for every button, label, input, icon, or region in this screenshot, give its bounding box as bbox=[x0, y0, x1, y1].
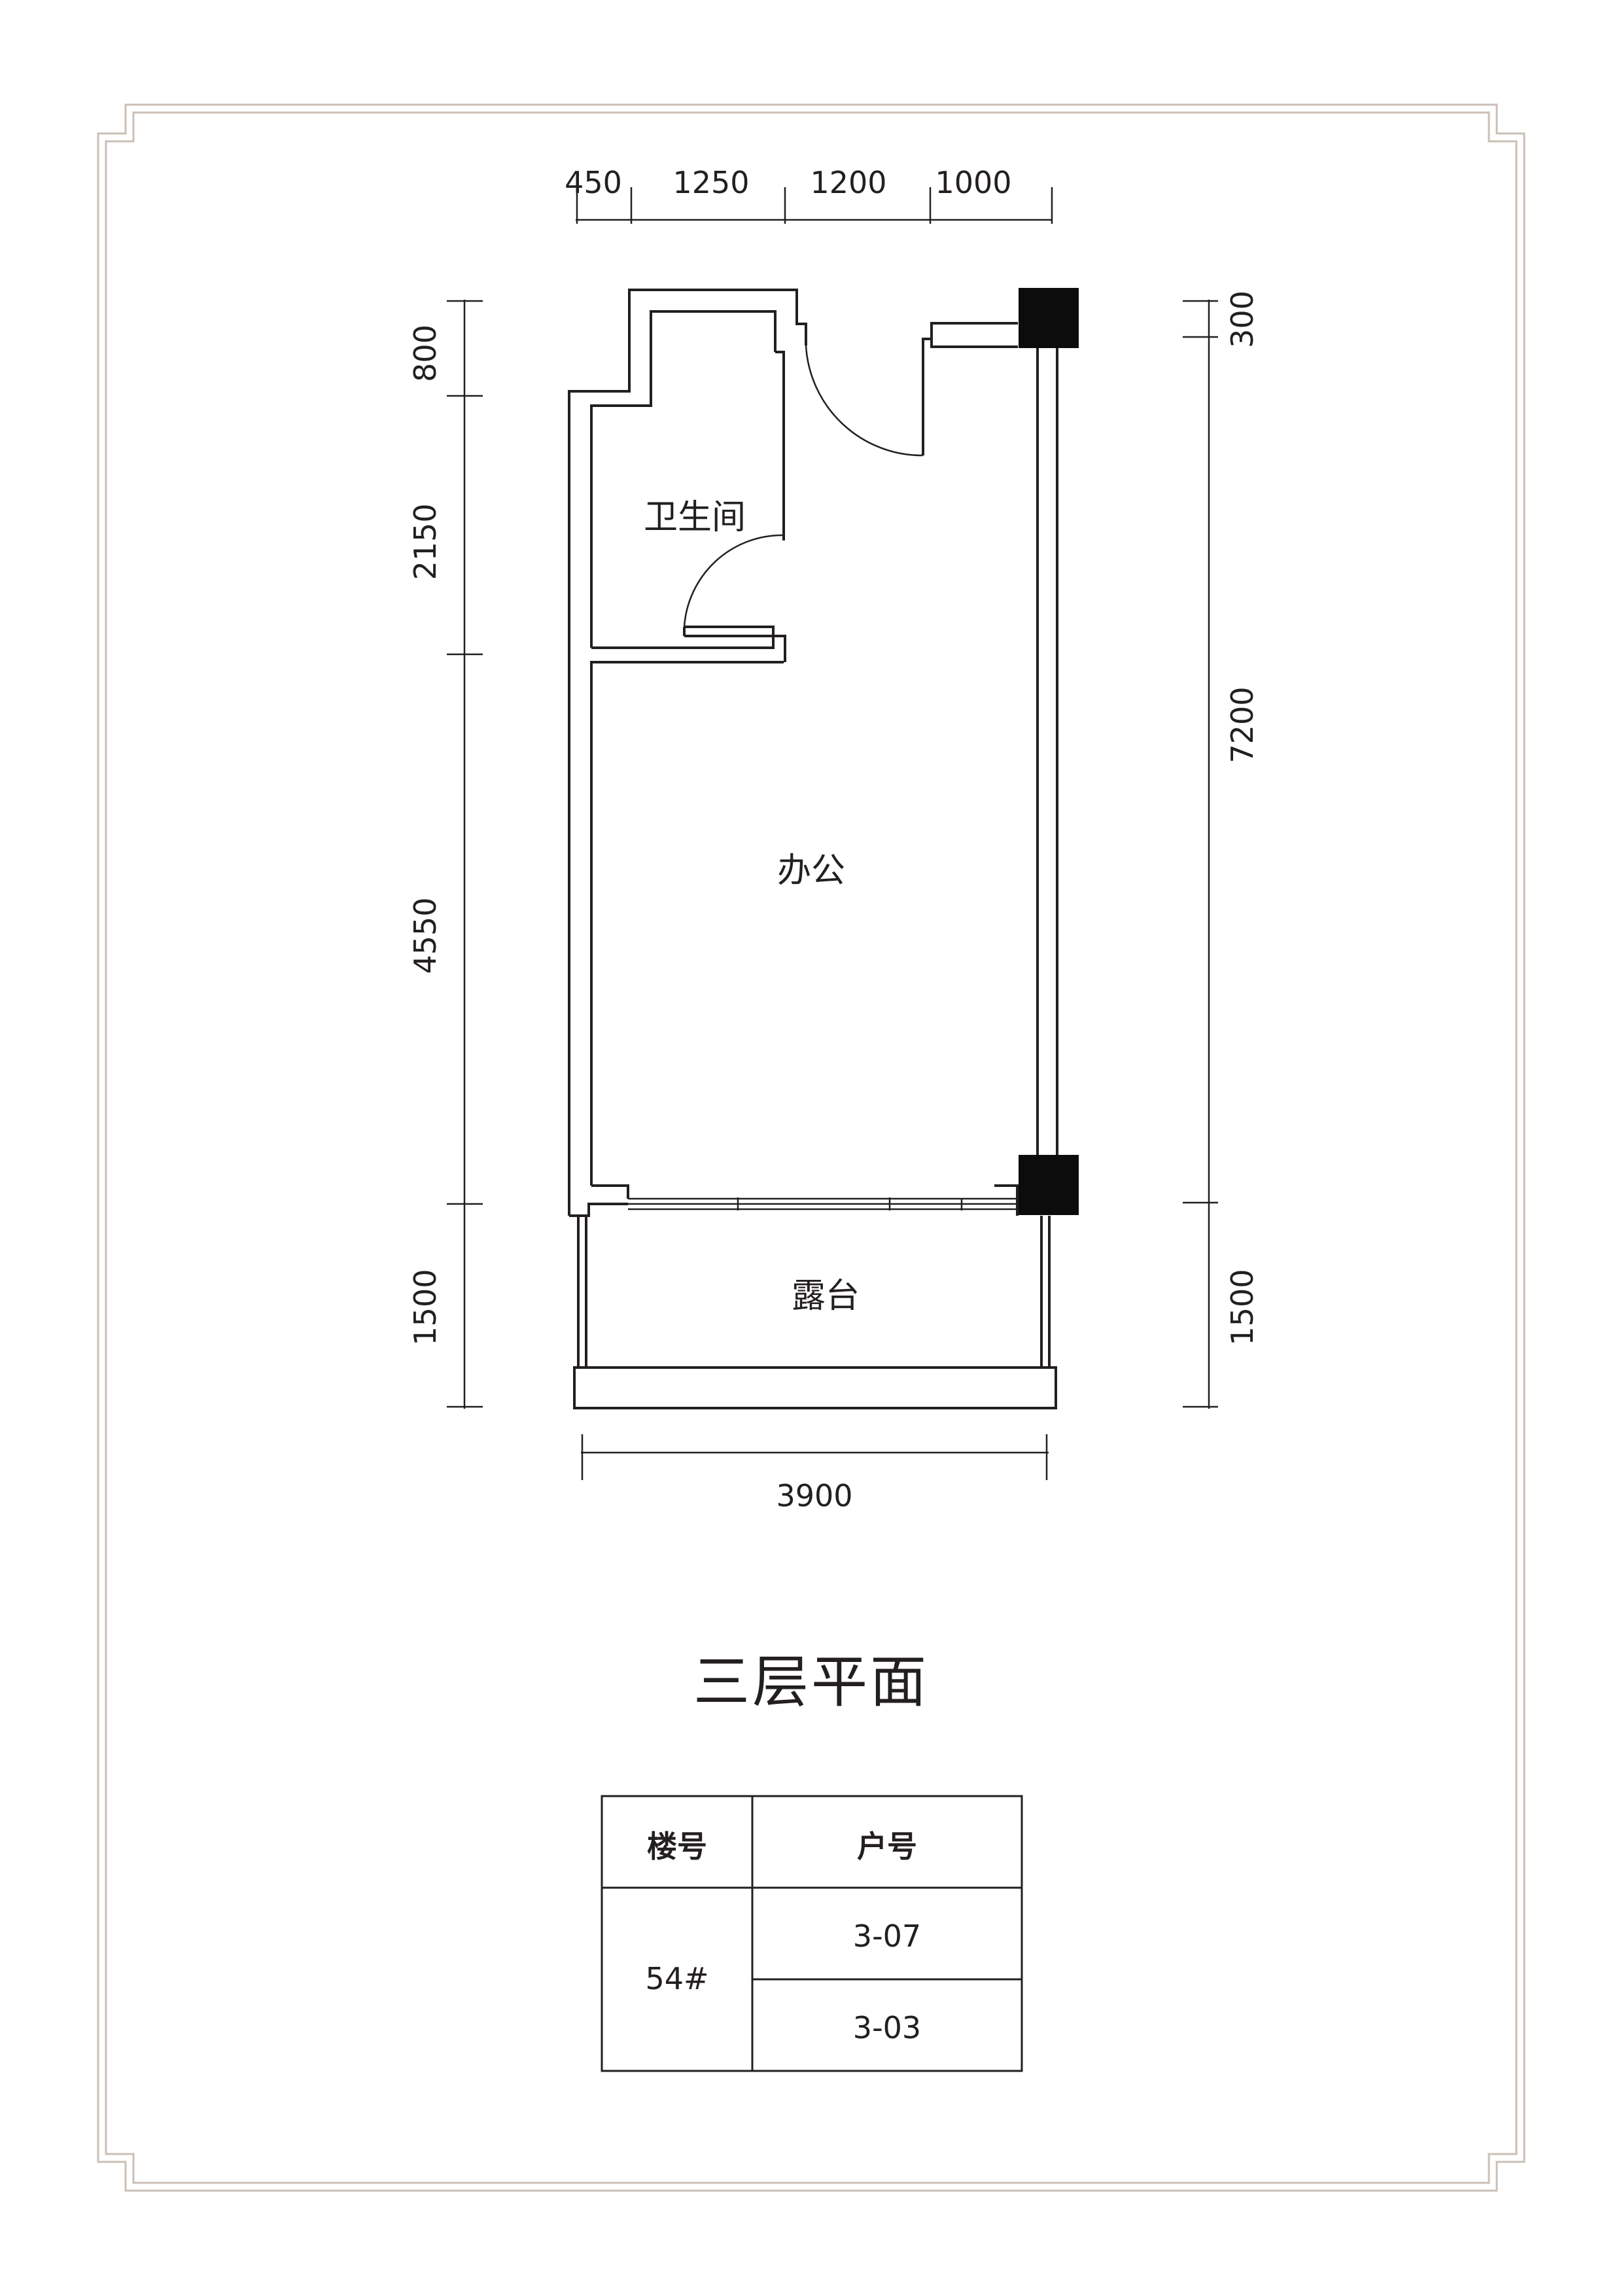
left-dim-4: 1500 bbox=[408, 1269, 443, 1345]
left-dim-1: 800 bbox=[408, 325, 443, 382]
right-dim-3: 1500 bbox=[1225, 1269, 1260, 1345]
right-dim-2: 7200 bbox=[1225, 686, 1260, 763]
entry-door bbox=[805, 339, 924, 457]
bathroom-door bbox=[683, 534, 783, 636]
floor-title: 三层平面 bbox=[693, 1650, 929, 1715]
top-dim-4: 1000 bbox=[935, 165, 1011, 200]
top-dim-3: 1200 bbox=[810, 165, 886, 200]
table-header-building: 楼号 bbox=[647, 1829, 707, 1864]
walls bbox=[568, 289, 1058, 1409]
top-dimension-line bbox=[576, 187, 1053, 224]
left-dim-2: 2150 bbox=[408, 503, 443, 580]
top-dim-1: 450 bbox=[565, 165, 622, 200]
right-dim-1: 300 bbox=[1225, 291, 1260, 348]
table-cell-unit-1: 3-07 bbox=[853, 1918, 921, 1954]
room-label-bathroom: 卫生间 bbox=[644, 498, 746, 537]
left-dimension-line bbox=[447, 300, 483, 1409]
room-label-terrace: 露台 bbox=[792, 1277, 860, 1316]
bottom-dim: 3900 bbox=[776, 1478, 852, 1513]
column-top-right bbox=[1019, 288, 1079, 348]
table-cell-building: 54# bbox=[645, 1961, 708, 1996]
bottom-dimension-line bbox=[581, 1434, 1049, 1480]
table-header-unit: 户号 bbox=[857, 1829, 917, 1864]
right-dimension-line bbox=[1183, 300, 1218, 1409]
table-cell-unit-2: 3-03 bbox=[853, 2010, 921, 2045]
room-label-office: 办公 bbox=[777, 851, 845, 891]
left-dim-3: 4550 bbox=[408, 897, 443, 974]
top-dim-2: 1250 bbox=[672, 165, 749, 200]
unit-table bbox=[601, 1795, 1023, 2072]
column-bottom-right bbox=[1019, 1155, 1079, 1215]
decorative-frame bbox=[97, 103, 1526, 2192]
